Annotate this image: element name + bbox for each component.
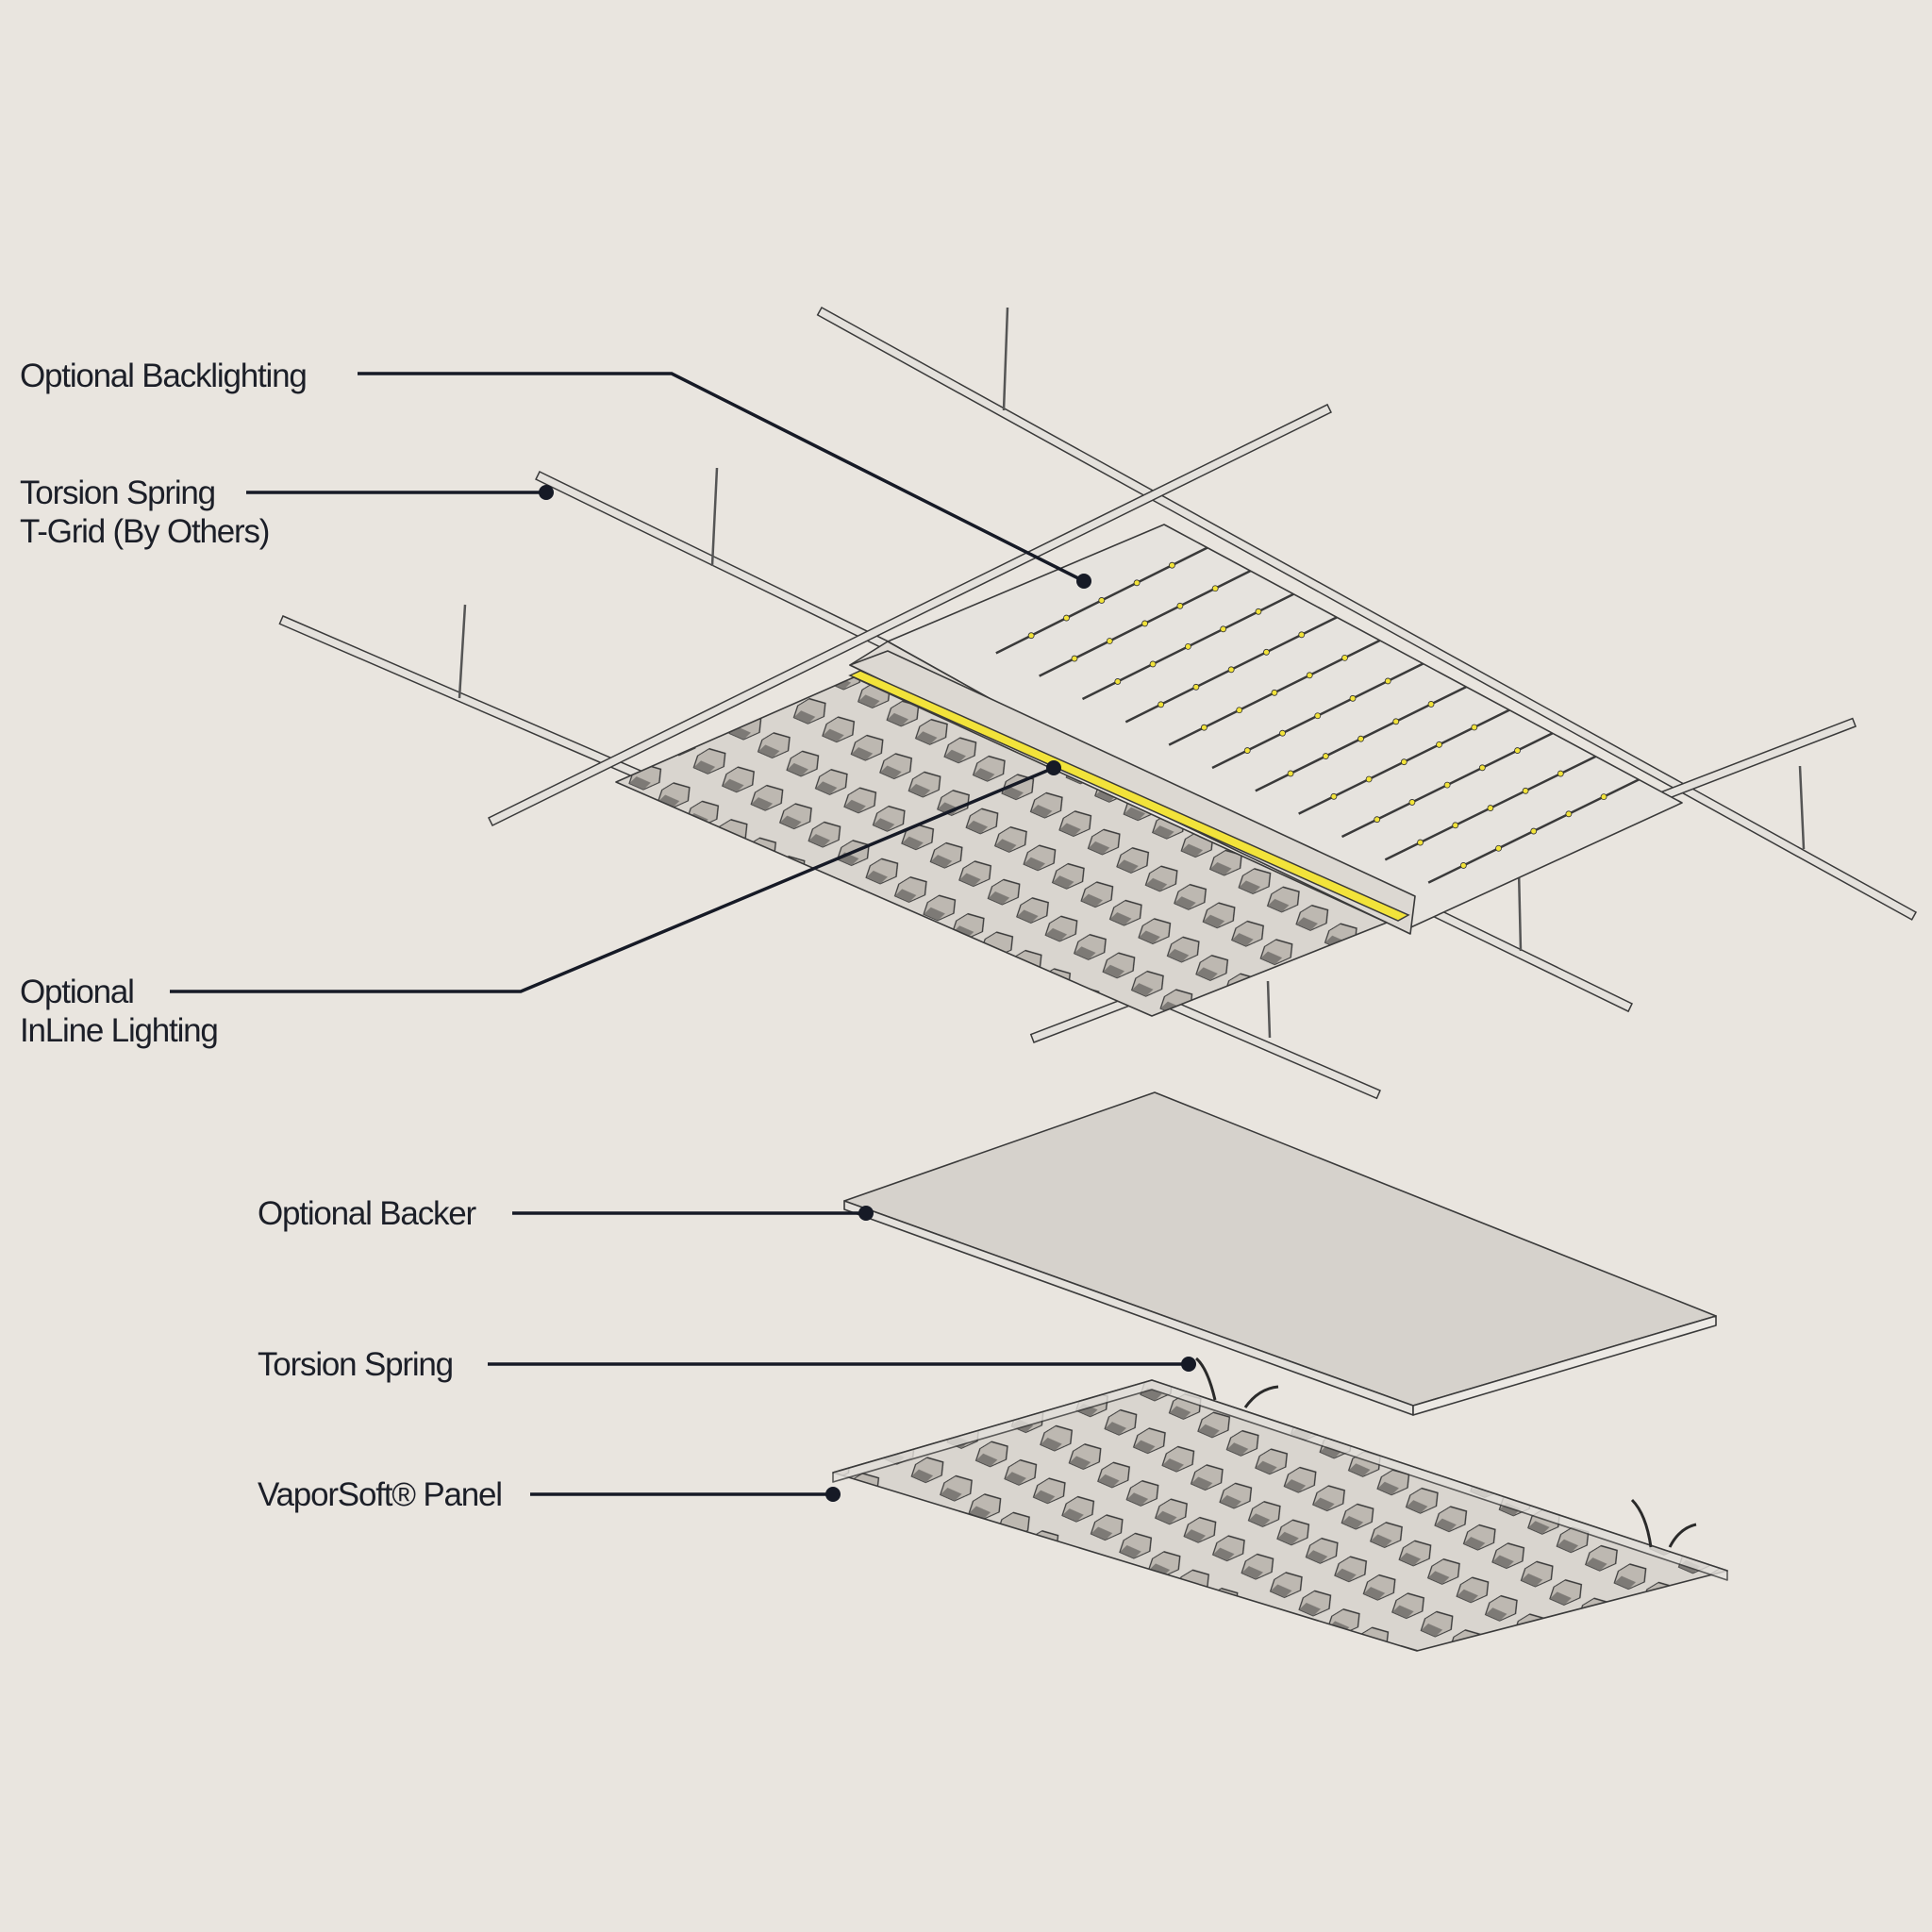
led-dot (1158, 701, 1165, 708)
led-dot (1227, 666, 1235, 674)
led-dot (1495, 844, 1502, 852)
led-dot (1314, 712, 1322, 720)
led-grid (995, 546, 1640, 884)
led-dot (1184, 642, 1191, 650)
led-dot (1514, 747, 1521, 754)
label-tgrid-by-others: T-Grid (By Others) (20, 513, 269, 550)
led-dot (1600, 793, 1607, 801)
led-dot (1384, 677, 1391, 685)
label-optional: Optional (20, 974, 134, 1010)
upper-vaporsoft-panel (615, 676, 1388, 1017)
cross-rail (488, 403, 1333, 827)
led-dot (1243, 747, 1251, 754)
led-dot (1374, 816, 1381, 824)
hanger-wire (1517, 869, 1523, 952)
led-dot (1341, 654, 1348, 661)
leader-lines (170, 372, 1196, 1502)
label-vaporsoft-panel: VaporSoft® Panel (258, 1476, 502, 1513)
led-dot (1443, 781, 1451, 789)
optional-backer (843, 1091, 1717, 1416)
led-dot (1192, 683, 1200, 691)
led-dot (1255, 608, 1262, 615)
led-dot (1220, 625, 1227, 633)
led-dot (1236, 707, 1243, 714)
label-optional-backlighting: Optional Backlighting (20, 358, 307, 394)
hanger-wire (710, 467, 719, 567)
inline-lighting-strip (848, 670, 1410, 922)
led-dot (1487, 805, 1494, 811)
led-dot (1141, 620, 1148, 627)
led-dot (1365, 775, 1373, 783)
led-dot (1106, 638, 1113, 644)
led-dot (1565, 810, 1573, 818)
led-dot (1271, 689, 1278, 696)
backlighting-module (848, 524, 1683, 935)
led-dot (1098, 597, 1106, 604)
led-dot (1063, 614, 1070, 622)
led-dot (1263, 648, 1270, 656)
led-dot (1530, 827, 1538, 835)
led-dot (1522, 787, 1529, 794)
led-dot (1427, 701, 1435, 708)
led-dot (1071, 655, 1078, 662)
led-dot (1306, 672, 1313, 679)
led-dot (1452, 822, 1459, 829)
led-dot (1298, 631, 1306, 639)
hanger-wire (1798, 765, 1806, 850)
led-dot (1169, 561, 1175, 569)
led-dot (1176, 602, 1184, 609)
label-inline-lighting: InLine Lighting (20, 1012, 218, 1049)
vaporsoft-panel (832, 1357, 1728, 1652)
torsion-spring-icon (1194, 1357, 1697, 1548)
led-dot (1557, 770, 1564, 777)
label-torsion-spring-tgrid: Torsion Spring (20, 475, 215, 511)
led-dot (1114, 678, 1122, 685)
led-dot (1478, 764, 1486, 772)
led-dot (1287, 770, 1294, 777)
hanger-wire (458, 604, 467, 699)
hanger-wire (1266, 980, 1272, 1039)
led-dot (1349, 694, 1357, 702)
label-torsion-spring: Torsion Spring (258, 1346, 453, 1383)
label-optional-backer: Optional Backer (258, 1195, 477, 1232)
led-dot (1027, 632, 1035, 640)
led-dot (1471, 724, 1478, 731)
led-dot (1279, 729, 1286, 737)
led-dot (1357, 735, 1364, 742)
led-dot (1201, 724, 1208, 731)
led-dot (1149, 660, 1157, 668)
main-rail (816, 306, 1918, 921)
led-dot (1211, 585, 1219, 592)
led-dot (1392, 718, 1400, 725)
hanger-wire (1002, 307, 1009, 411)
led-dot (1330, 792, 1338, 800)
led-dot (1322, 753, 1329, 759)
led-dot (1436, 741, 1442, 748)
led-dot (1417, 839, 1424, 846)
led-dot (1459, 862, 1467, 869)
led-dot (1408, 799, 1416, 806)
led-dot (1400, 758, 1407, 766)
led-dot (1133, 579, 1141, 587)
